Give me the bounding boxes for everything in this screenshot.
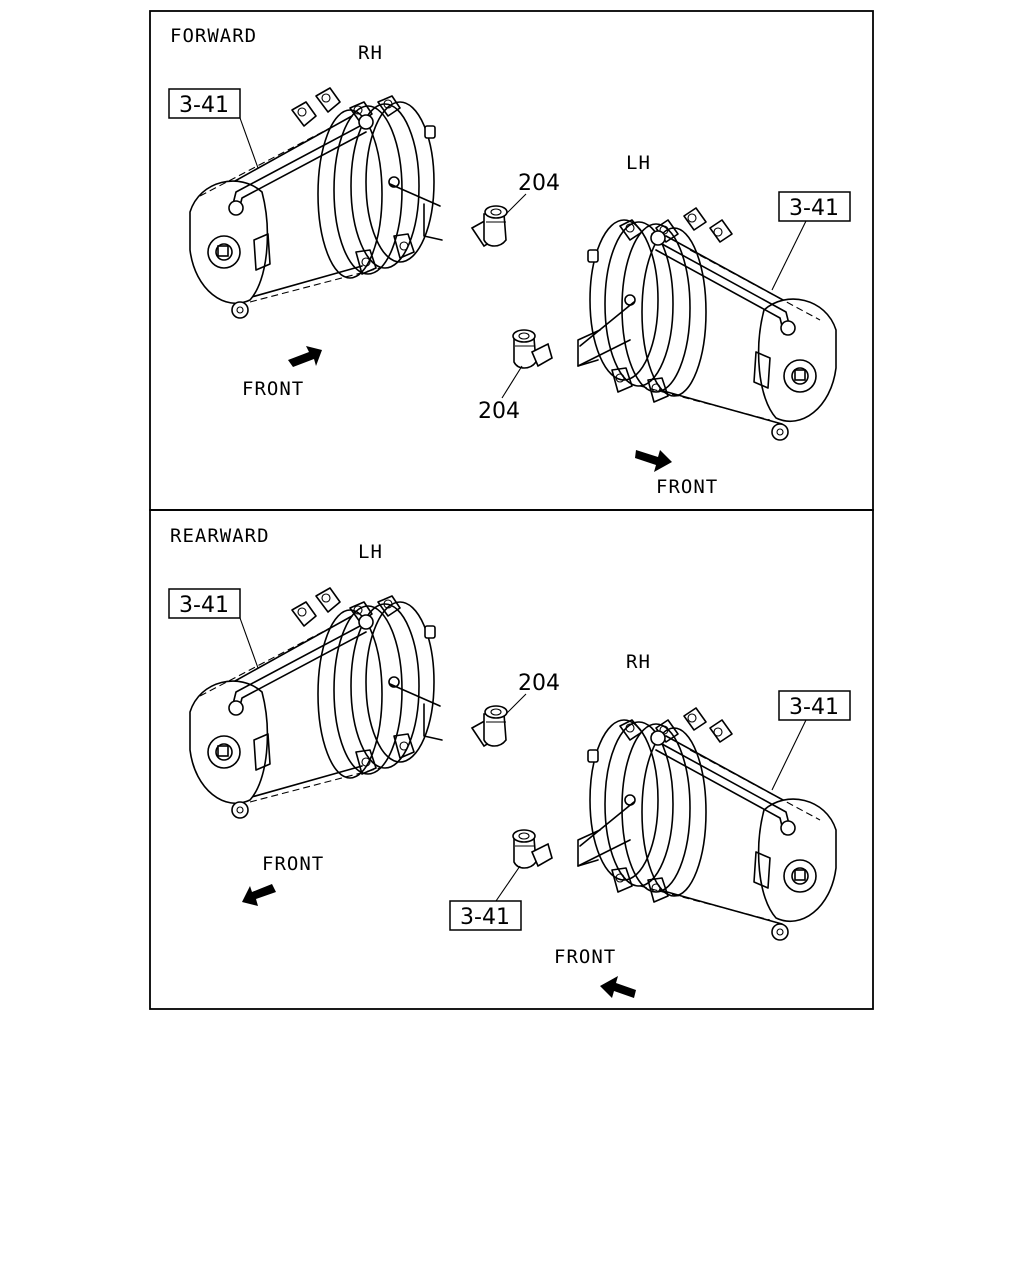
side-label-left: RH: [358, 42, 383, 64]
ref-box-left-label: 3-41: [179, 93, 229, 118]
leader-line: [495, 865, 521, 902]
compressor-motor-icon: [189, 87, 443, 319]
ref-box-left-label: 3-41: [179, 593, 229, 618]
leader-line: [771, 220, 807, 291]
side-label-left: LH: [358, 541, 383, 563]
leader-line: [501, 365, 523, 399]
ref-box-fitting: [449, 900, 522, 931]
leader-line: [505, 693, 527, 715]
panel-rearward: REARWARD LH RH 3-41 3-41 204 3-41 FRONT …: [149, 509, 874, 1010]
compressor-motor-icon: [189, 587, 443, 819]
callout-fitting-left: 204: [518, 671, 560, 696]
arrow-icon: [288, 346, 322, 367]
arrow-icon: [242, 884, 276, 906]
ref-box-left: [168, 588, 241, 619]
panel-rearward-frame: [149, 509, 874, 1010]
callout-fitting-right: 204: [478, 399, 520, 424]
elbow-fitting-icon: [512, 829, 553, 869]
side-label-right: LH: [626, 152, 651, 174]
ref-box-right-label: 3-41: [789, 695, 839, 720]
front-label-right: FRONT: [656, 476, 718, 498]
compressor-motor-icon: [577, 207, 837, 441]
front-label-left: FRONT: [262, 853, 324, 875]
elbow-fitting-icon: [471, 205, 508, 247]
side-label-right: RH: [626, 651, 651, 673]
panel-title: FORWARD: [170, 25, 257, 47]
ref-box-left: [168, 88, 241, 119]
ref-box-right: [778, 191, 851, 222]
leader-line: [239, 117, 259, 169]
leader-line: [505, 193, 527, 215]
panel-title: REARWARD: [170, 525, 270, 547]
panel-forward: FORWARD RH LH 3-41 3-41 204 204 FRONT FR…: [149, 10, 874, 511]
callout-fitting-right: 3-41: [460, 905, 510, 930]
compressor-motor-icon: [577, 707, 837, 941]
elbow-fitting-icon: [471, 705, 508, 747]
callout-fitting-left: 204: [518, 171, 560, 196]
arrow-icon: [635, 450, 672, 472]
ref-box-right-label: 3-41: [789, 196, 839, 221]
leader-line: [239, 617, 259, 669]
leader-line: [771, 719, 807, 791]
arrow-icon: [600, 976, 636, 998]
ref-box-right: [778, 690, 851, 721]
front-label-right: FRONT: [554, 946, 616, 968]
elbow-fitting-icon: [512, 329, 553, 369]
front-label-left: FRONT: [242, 378, 304, 400]
